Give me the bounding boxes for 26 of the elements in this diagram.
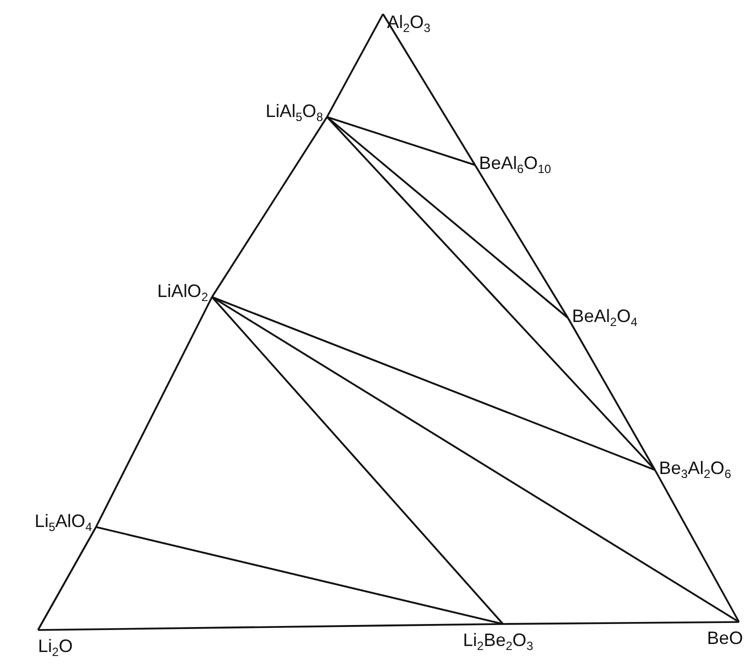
tie-line — [326, 116, 656, 471]
tie-line — [95, 296, 213, 528]
tie-line — [211, 116, 328, 298]
tie-line — [567, 318, 656, 470]
compound-label: BeO — [707, 628, 744, 648]
tie-line — [96, 526, 504, 625]
tie-line — [474, 164, 569, 318]
compound-label: Li$_{5}$AlO$_{4}$ — [34, 511, 92, 531]
compound-label: Li$_{2}$O — [38, 636, 73, 656]
tie-line — [382, 14, 476, 166]
tie-line — [211, 296, 504, 625]
compound-label: BeAl$_{6}$O$_{10}$ — [479, 153, 552, 173]
compound-label: BeAl$_{2}$O$_{4}$ — [572, 306, 638, 326]
compound-label: Be$_{3}$Al$_{2}$O$_{6}$ — [659, 458, 732, 478]
tie-line — [326, 116, 569, 319]
compound-label: Li$_{2}$Be$_{2}$O$_{3}$ — [463, 630, 534, 650]
tie-line — [503, 621, 739, 625]
compound-label: Al$_{2}$O$_{3}$ — [387, 12, 430, 32]
compound-label: LiAlO$_{2}$ — [157, 281, 208, 301]
tie-line — [326, 116, 476, 166]
compound-label: LiAl$_{5}$O$_{8}$ — [266, 101, 323, 121]
tie-line — [38, 623, 504, 631]
tie-line — [326, 14, 384, 118]
tie-line — [212, 296, 656, 471]
tie-line — [37, 526, 97, 630]
tie-line — [654, 470, 740, 622]
